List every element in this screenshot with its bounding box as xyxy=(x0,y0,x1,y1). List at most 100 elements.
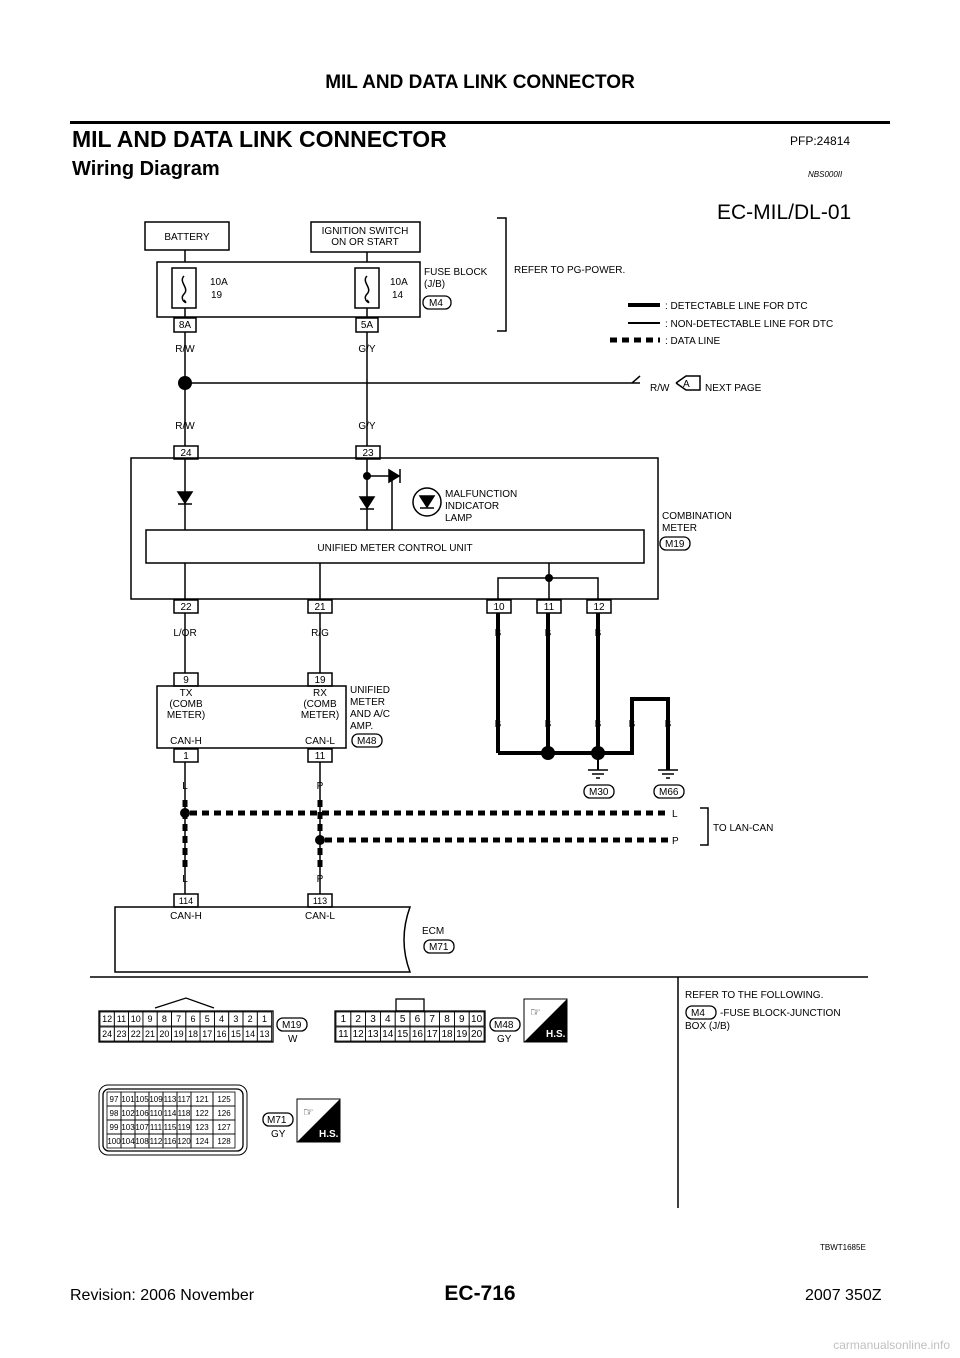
terminal-22: 22 xyxy=(180,602,192,613)
wire-color-rw-next: R/W xyxy=(650,383,670,394)
m19-cavity xyxy=(256,1011,272,1027)
terminal-11: 11 xyxy=(544,602,555,613)
m19-pin-label: 22 xyxy=(131,1029,141,1039)
m19-pin-label: 18 xyxy=(188,1029,198,1039)
next-page-label: NEXT PAGE xyxy=(705,383,762,394)
wire-color-b-7: B xyxy=(629,719,636,730)
pfp-code: PFP:24814 xyxy=(790,134,851,148)
m19-pin-label: 10 xyxy=(131,1014,141,1024)
m71-pin-label: 117 xyxy=(178,1095,191,1104)
terminal-12: 12 xyxy=(593,602,605,613)
wire-color-b-5: B xyxy=(545,719,552,730)
m71-cavity xyxy=(212,1133,236,1149)
terminal-24: 24 xyxy=(180,448,192,459)
m71-label: M71 xyxy=(267,1115,287,1126)
tx-label-3: METER) xyxy=(167,710,205,721)
page-number: EC-716 xyxy=(444,1282,516,1305)
m71-pin-label: 99 xyxy=(110,1123,119,1132)
m19-cavity xyxy=(256,1026,272,1042)
mil-lamp-icon xyxy=(412,487,442,517)
header-rule xyxy=(70,121,890,124)
wire-color-l-2: L xyxy=(182,874,188,885)
fuse-block-label-2: (J/B) xyxy=(424,279,445,290)
m71-pin-label: 122 xyxy=(195,1109,209,1118)
m48-pin-label: 3 xyxy=(370,1014,376,1025)
to-lan-can: TO LAN-CAN xyxy=(713,823,773,834)
m71-pin-label: 121 xyxy=(195,1095,209,1104)
wire-color-b-8: B xyxy=(665,719,672,730)
m71-pin-label: 98 xyxy=(110,1109,119,1118)
m48-pin-label: 17 xyxy=(427,1029,439,1040)
tx-label: TX xyxy=(180,688,193,699)
amp-can-h: CAN-H xyxy=(170,736,202,747)
fuse-19-amp: 10A xyxy=(210,277,228,288)
m71-pin-label: 113 xyxy=(164,1095,177,1104)
ground-m30: M30 xyxy=(589,787,609,798)
m19-pin-label: 4 xyxy=(219,1014,224,1024)
refer-fuse-block-2: BOX (J/B) xyxy=(685,1021,730,1032)
ecm-can-l: CAN-L xyxy=(305,911,335,922)
m48-pin-label: 19 xyxy=(456,1029,468,1040)
m19-pin-label: 3 xyxy=(233,1014,238,1024)
wire-color-lor: L/OR xyxy=(173,628,196,639)
m48-pin-label: 13 xyxy=(367,1029,379,1040)
fuse-19-element xyxy=(181,275,187,304)
wire-color-gy: G/Y xyxy=(358,344,376,355)
m19-pin-label: 14 xyxy=(245,1029,255,1039)
fuse-14-element xyxy=(364,275,370,304)
legend-detectable: : DETECTABLE LINE FOR DTC xyxy=(665,301,808,312)
m48-pin-label: 7 xyxy=(429,1014,435,1025)
m71-pin-label: 120 xyxy=(177,1137,191,1146)
m71-color: GY xyxy=(271,1129,286,1140)
m19-pin-label: 23 xyxy=(116,1029,126,1039)
ecm-terminal-114: 114 xyxy=(179,896,193,906)
m48-pin-label: 8 xyxy=(444,1014,450,1025)
model-year: 2007 350Z xyxy=(805,1287,882,1304)
combination-meter-label: COMBINATION xyxy=(662,511,732,522)
m48-pin-label: 2 xyxy=(355,1014,361,1025)
ecm-terminal-113: 113 xyxy=(313,896,327,906)
m71-pin-label: 112 xyxy=(150,1137,163,1146)
amp-terminal-11: 11 xyxy=(315,751,326,762)
ignition-switch-box xyxy=(310,221,421,253)
terminal-5a: 5A xyxy=(361,320,374,331)
ignition-label: IGNITION SWITCH xyxy=(322,226,409,237)
combination-meter-connector: M19 xyxy=(665,539,685,550)
combination-meter-box xyxy=(130,457,659,600)
m48-pin-label: 9 xyxy=(459,1014,465,1025)
m48-label: M48 xyxy=(494,1020,514,1031)
diagram-id: EC-MIL/DL-01 xyxy=(717,201,851,224)
m48-pin-label: 1 xyxy=(341,1014,347,1025)
m71-pin-label: 119 xyxy=(178,1123,191,1132)
legend-non-detectable: : NON-DETECTABLE LINE FOR DTC xyxy=(665,319,833,330)
m71-pin-label: 103 xyxy=(121,1123,135,1132)
m19-pin-label: 20 xyxy=(159,1029,169,1039)
m48-pin-label: 20 xyxy=(471,1029,483,1040)
figure-code: TBWT1685E xyxy=(820,1243,866,1252)
m71-pin-label: 128 xyxy=(217,1137,231,1146)
terminal-10: 10 xyxy=(493,602,505,613)
m19-pin-label: 16 xyxy=(217,1029,227,1039)
watermark: carmanualsonline.info xyxy=(833,1338,950,1352)
m19-pin-label: 24 xyxy=(102,1029,112,1039)
amp-label-2: METER xyxy=(350,697,385,708)
wire-color-p: P xyxy=(317,781,324,792)
m71-pin-label: 115 xyxy=(164,1123,177,1132)
mil-label-2: INDICATOR xyxy=(445,501,499,512)
m19-pin-label: 12 xyxy=(102,1014,112,1024)
m71-pin-label: 108 xyxy=(135,1137,149,1146)
m71-pin-label: 127 xyxy=(217,1123,231,1132)
m71-pin-label: 116 xyxy=(164,1137,177,1146)
rx-label: RX xyxy=(313,688,327,699)
m71-pin-label: 124 xyxy=(195,1137,209,1146)
unified-meter-control-unit xyxy=(145,529,645,564)
fuse-14-amp: 10A xyxy=(390,277,408,288)
amp-label-4: AMP. xyxy=(350,721,373,732)
amp-label-3: AND A/C xyxy=(350,709,390,720)
m71-pin-label: 101 xyxy=(121,1095,135,1104)
wire-color-b-1: B xyxy=(495,628,502,639)
amp-terminal-9: 9 xyxy=(183,675,189,686)
terminal-23: 23 xyxy=(362,448,374,459)
